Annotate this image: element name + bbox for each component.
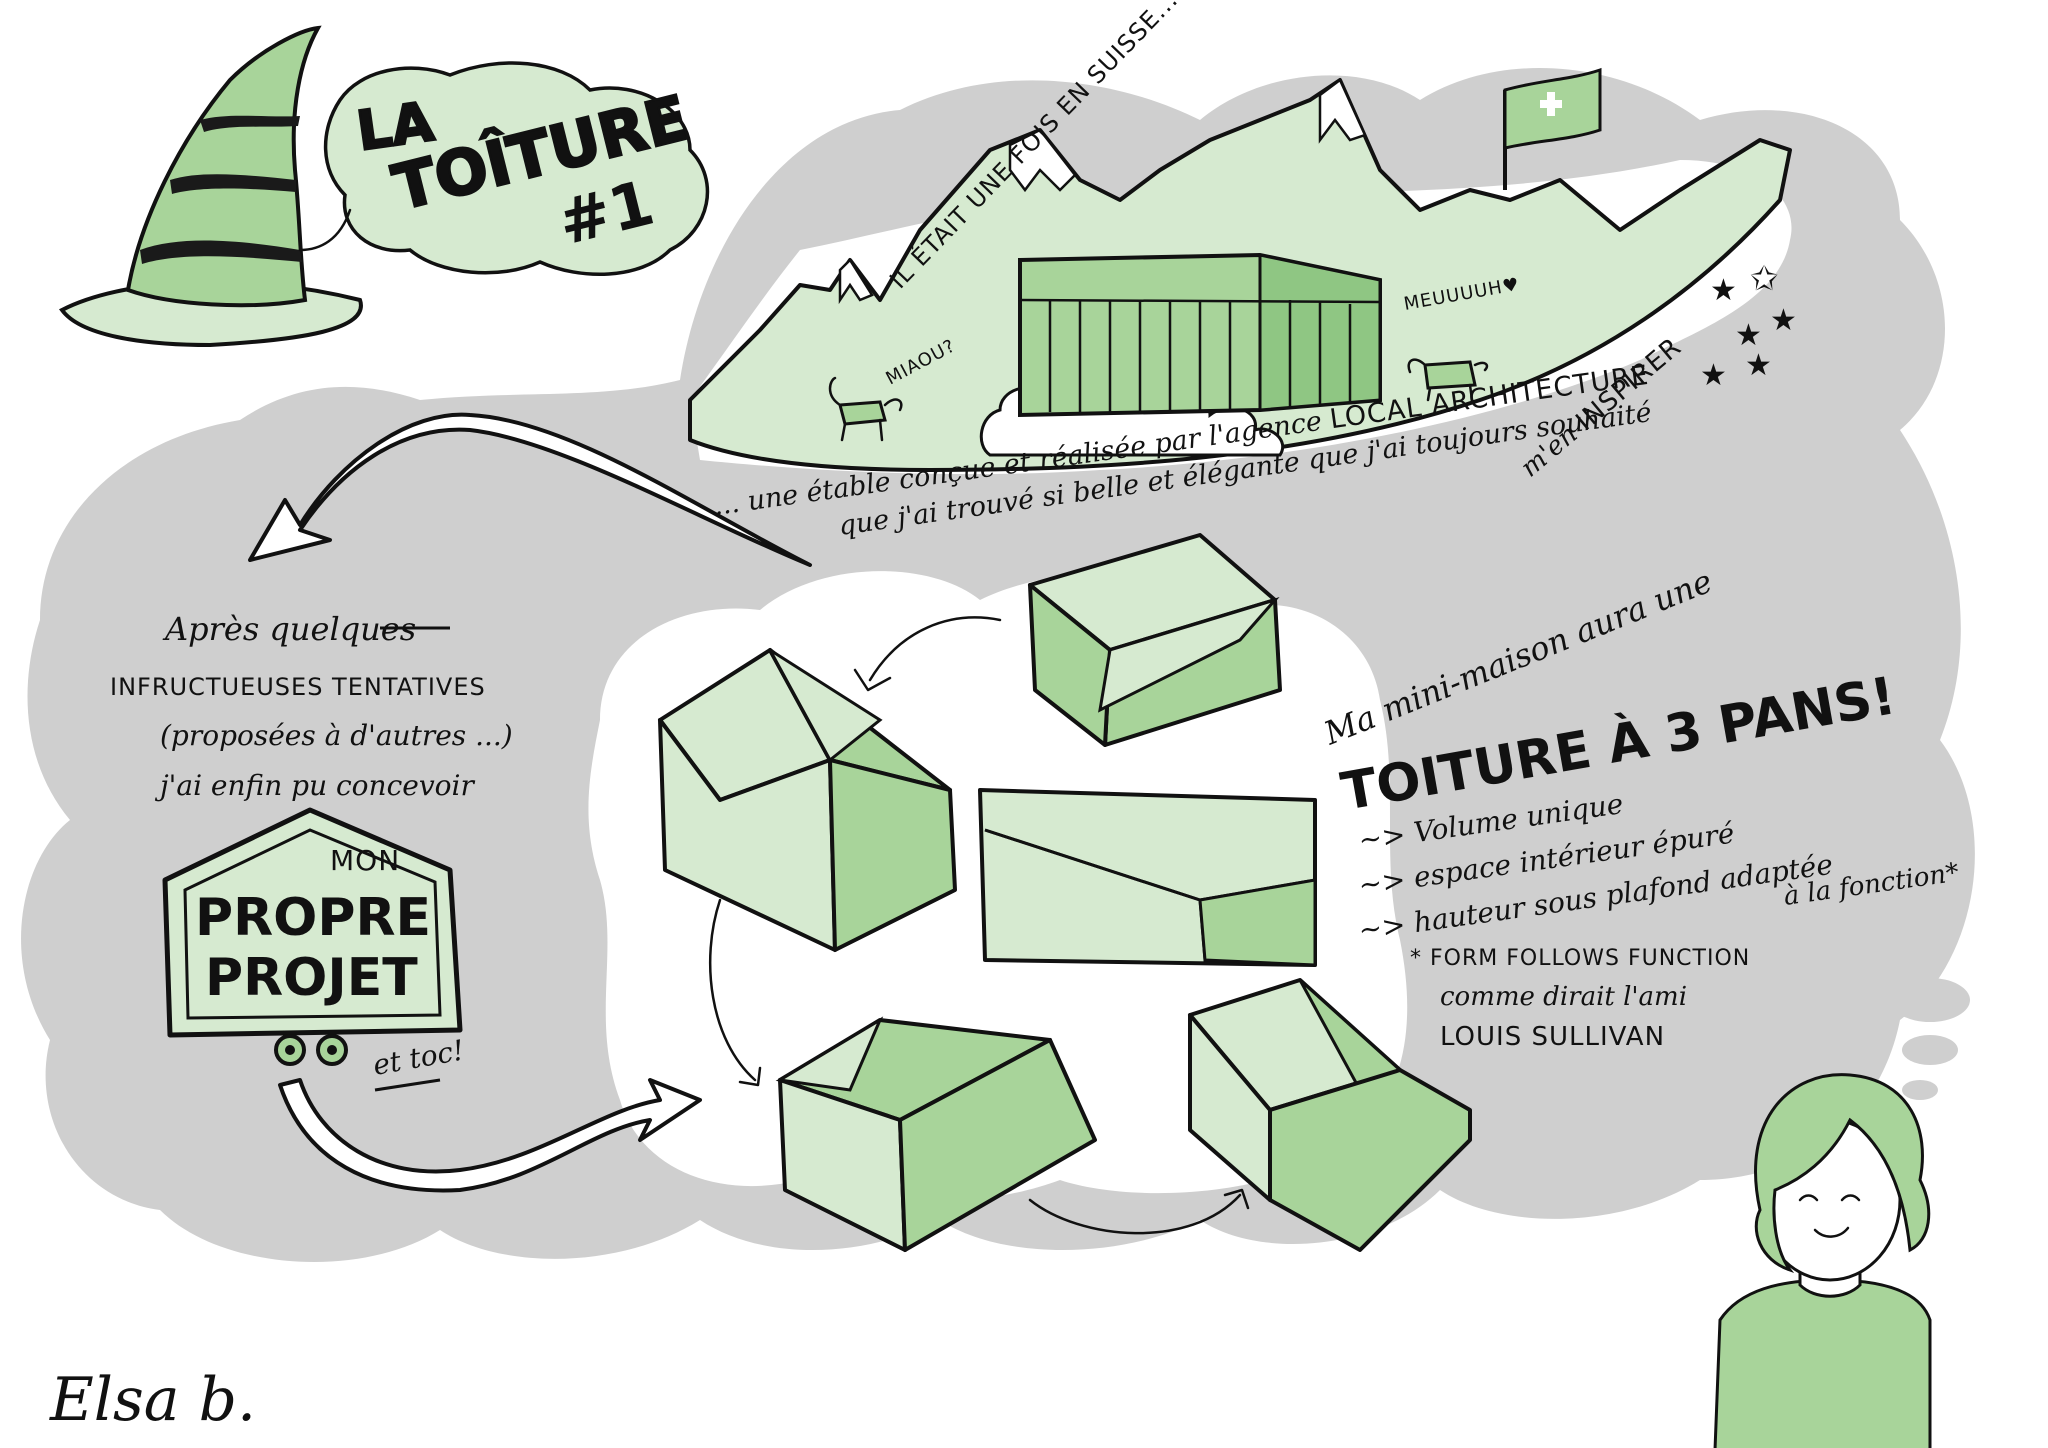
eyes-icon (274, 1034, 348, 1066)
woman-portrait-icon (1713, 1073, 1932, 1448)
wizard-hat-icon (59, 25, 363, 348)
svg-text:✩: ✩ (1750, 259, 1779, 299)
sign-bot: PROJET (205, 948, 418, 1008)
roof-variant-1 (1028, 533, 1282, 747)
svg-text:★: ★ (1710, 273, 1737, 308)
left-line2: INFRUCTUEUSES TENTATIVES (110, 673, 486, 701)
roof-variant-4 (775, 1016, 1097, 1252)
left-text: Après quelques INFRUCTUEUSES TENTATIVES … (110, 610, 513, 802)
sign-top: MON (330, 844, 400, 877)
roof-variant-5 (1188, 978, 1472, 1252)
thought-bubbles (1890, 978, 1970, 1100)
barn (1018, 252, 1382, 418)
left-line4: j'ai enfin pu concevoir (154, 769, 475, 802)
right-text: Ma mini-maison aura une TOITURE À 3 PANS… (1318, 562, 1961, 1052)
curved-arrow-top (248, 412, 812, 567)
svg-text:★: ★ (1700, 358, 1727, 393)
cat-icon (828, 376, 903, 442)
quote-line1: * FORM FOLLOWS FUNCTION (1410, 946, 1750, 971)
quote-line2: comme dirait l'ami (1440, 982, 1687, 1012)
title-bubble: LA TOÎTURE #1 (298, 61, 710, 276)
left-line1: Après quelques (162, 610, 416, 648)
title-line1: LA (353, 90, 437, 163)
cow-icon (1407, 358, 1489, 402)
signature: Elsa b. (49, 1365, 256, 1435)
star-decoration-icon: ★ ✩ ★ ★ ★ ★ (1700, 259, 1797, 393)
signature-text: Elsa b. (49, 1365, 256, 1435)
project-sign: MON PROPRE PROJET et toc! (162, 807, 467, 1092)
left-line3: (proposées à d'autres ...) (160, 719, 513, 752)
swiss-flag-icon (1503, 67, 1602, 190)
svg-text:★: ★ (1735, 318, 1762, 353)
curved-arrow-bottom (278, 1078, 702, 1193)
svg-text:★: ★ (1770, 303, 1797, 338)
roof-variant-2 (658, 648, 957, 952)
roof-variant-3 (978, 788, 1317, 967)
roof-variants (658, 533, 1472, 1252)
quote-line3: LOUIS SULLIVAN (1440, 1022, 1665, 1052)
svg-text:★: ★ (1745, 348, 1772, 383)
sign-mid: PROPRE (195, 888, 431, 948)
